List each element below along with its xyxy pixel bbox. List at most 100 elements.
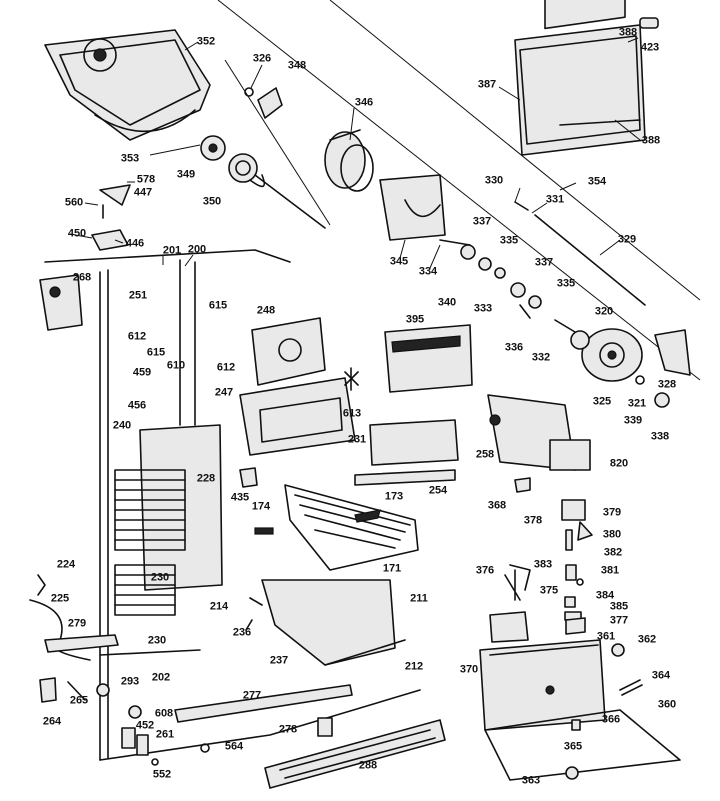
callout-452: 452 — [135, 719, 155, 732]
callout-613: 613 — [342, 407, 362, 420]
callout-325: 325 — [592, 395, 612, 408]
dispenser-door — [514, 0, 646, 156]
part-279 — [44, 634, 119, 653]
callout-615: 615 — [146, 346, 166, 359]
callout-612: 612 — [127, 330, 147, 343]
callout-200: 200 — [187, 243, 207, 256]
callout-265: 265 — [69, 694, 89, 707]
callout-349: 349 — [176, 168, 196, 181]
callout-564: 564 — [224, 740, 244, 753]
callout-332: 332 — [531, 351, 551, 364]
fan-613 — [344, 367, 359, 391]
callout-345: 345 — [389, 255, 409, 268]
callout-348: 348 — [287, 59, 307, 72]
callout-423: 423 — [640, 41, 660, 54]
callout-171: 171 — [382, 562, 402, 575]
callout-612: 612 — [216, 361, 236, 374]
bracket-348 — [257, 87, 283, 119]
grille-288 — [264, 719, 446, 789]
evaporator — [114, 424, 223, 616]
callout-395: 395 — [405, 313, 425, 326]
callout-820: 820 — [609, 457, 629, 470]
part-328 — [654, 329, 691, 376]
callout-248: 248 — [256, 304, 276, 317]
callout-202: 202 — [151, 671, 171, 684]
callout-352: 352 — [196, 35, 216, 48]
ice-maker — [487, 394, 591, 471]
auger-drum — [324, 129, 374, 192]
part-435 — [239, 467, 258, 488]
callout-329: 329 — [617, 233, 637, 246]
callout-240: 240 — [112, 419, 132, 432]
callout-608: 608 — [154, 707, 174, 720]
shelf-258 — [369, 419, 459, 466]
callout-365: 365 — [563, 740, 583, 753]
callout-339: 339 — [623, 414, 643, 427]
callout-353: 353 — [120, 152, 140, 165]
callout-362: 362 — [637, 633, 657, 646]
callout-258: 258 — [475, 448, 495, 461]
callout-361: 361 — [596, 630, 616, 643]
callout-224: 224 — [56, 558, 76, 571]
callout-228: 228 — [196, 472, 216, 485]
callout-201: 201 — [162, 244, 182, 257]
auger-gears — [200, 135, 326, 229]
callout-366: 366 — [601, 713, 621, 726]
callout-334: 334 — [418, 265, 438, 278]
callout-237: 237 — [269, 654, 289, 667]
callout-335: 335 — [556, 277, 576, 290]
washer-326 — [244, 87, 254, 97]
callout-375: 375 — [539, 584, 559, 597]
callout-336: 336 — [504, 341, 524, 354]
callout-381: 381 — [600, 564, 620, 577]
callout-251: 251 — [128, 289, 148, 302]
callout-368: 368 — [487, 499, 507, 512]
callout-337: 337 — [534, 256, 554, 269]
machine-compartment — [479, 639, 681, 781]
callout-459: 459 — [132, 366, 152, 379]
callout-293: 293 — [120, 675, 140, 688]
callout-447: 447 — [133, 186, 153, 199]
ice-bucket — [44, 29, 211, 141]
callout-363: 363 — [521, 774, 541, 787]
callout-385: 385 — [609, 600, 629, 613]
motor-plate — [379, 174, 446, 241]
part-423 — [639, 17, 659, 29]
callout-320: 320 — [594, 305, 614, 318]
bracket-447 — [99, 184, 131, 206]
callout-370: 370 — [459, 663, 479, 676]
spring-224 — [37, 574, 46, 596]
callout-174: 174 — [251, 500, 271, 513]
callout-578: 578 — [136, 173, 156, 186]
callout-277: 277 — [242, 689, 262, 702]
basket-171 — [284, 484, 419, 571]
callout-230: 230 — [147, 634, 167, 647]
callout-328: 328 — [657, 378, 677, 391]
callout-379: 379 — [602, 506, 622, 519]
drawer-211 — [261, 579, 406, 666]
callout-211: 211 — [410, 592, 428, 605]
bracket-446 — [91, 229, 129, 251]
callout-340: 340 — [437, 296, 457, 309]
label-plate — [384, 324, 473, 393]
callout-382: 382 — [603, 546, 623, 559]
callout-288: 288 — [358, 759, 378, 772]
callout-247: 247 — [214, 386, 234, 399]
callout-225: 225 — [50, 592, 70, 605]
callout-360: 360 — [657, 698, 677, 711]
callout-383: 383 — [533, 558, 553, 571]
callout-236: 236 — [232, 626, 252, 639]
callout-230: 230 — [150, 571, 170, 584]
callout-364: 364 — [651, 669, 671, 682]
callout-388: 388 — [641, 134, 661, 147]
callout-615: 615 — [208, 299, 228, 312]
callout-610: 610 — [166, 359, 186, 372]
callout-376: 376 — [475, 564, 495, 577]
rod-329 — [534, 214, 646, 306]
callout-264: 264 — [42, 715, 62, 728]
timer-370 — [489, 611, 529, 643]
callout-330: 330 — [484, 174, 504, 187]
callout-261: 261 — [155, 728, 175, 741]
callout-350: 350 — [202, 195, 222, 208]
